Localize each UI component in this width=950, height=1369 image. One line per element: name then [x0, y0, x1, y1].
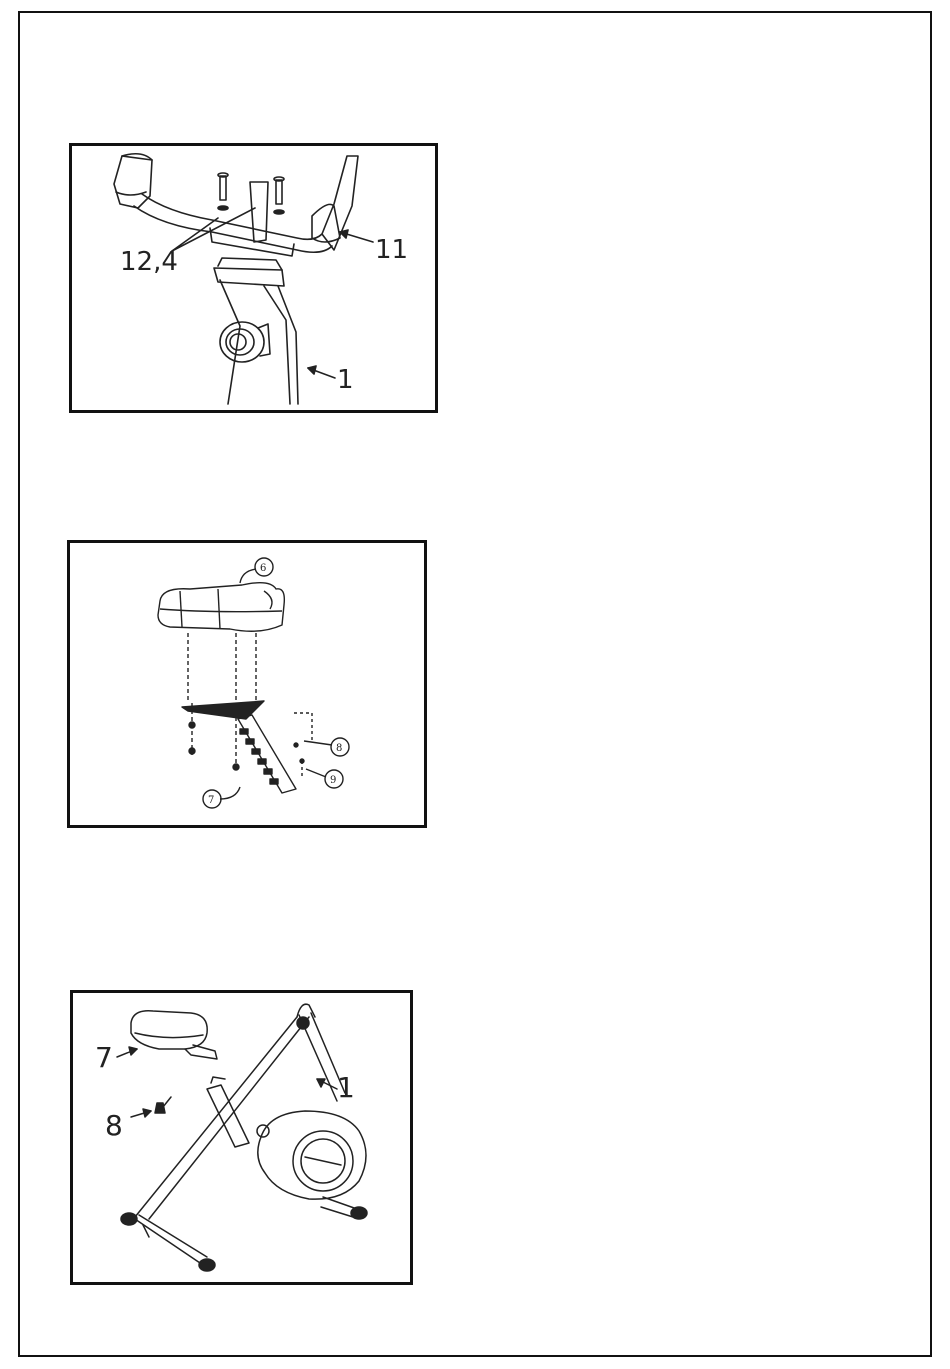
- seat-top: [131, 1011, 207, 1049]
- callout-9: 9: [330, 775, 336, 786]
- seat-bracket: [182, 701, 264, 719]
- callout-knob-8: 8: [105, 1109, 123, 1142]
- seat-post-diagram: 6 8 9 7: [70, 543, 424, 825]
- front-foot-cap: [351, 1207, 367, 1219]
- seat-post: [238, 715, 296, 793]
- figure-seat-install-overview: 7 8 1: [70, 990, 413, 1285]
- rear-foot-cap-left: [121, 1213, 137, 1225]
- callout-1: 1: [337, 365, 354, 395]
- bike-overview-diagram: 7 8 1: [73, 993, 410, 1282]
- callout-seat-7: 7: [95, 1041, 113, 1074]
- callout-12-4: 12,4: [120, 247, 178, 277]
- mounting-plate: [214, 268, 284, 286]
- rear-foot-cap-right: [199, 1259, 215, 1271]
- callout-frame-1: 1: [337, 1071, 355, 1104]
- center-bracket: [250, 182, 268, 242]
- handlebar-diagram: 12,4 11 1: [72, 146, 435, 410]
- rear-stabilizer: [129, 1215, 203, 1265]
- flywheel-housing: [258, 1111, 366, 1199]
- left-grip: [114, 156, 152, 208]
- callout-11: 11: [375, 235, 408, 265]
- bolt-left: [220, 176, 226, 200]
- figure-seat-post-assembly: 6 8 9 7: [67, 540, 427, 828]
- callout-8: 8: [336, 743, 342, 754]
- frame-main-tube: [135, 1017, 297, 1217]
- seat-cushion: [158, 583, 284, 632]
- callout-7: 7: [208, 795, 214, 806]
- bolt-right: [276, 180, 282, 204]
- frame-post-right: [264, 286, 290, 404]
- figure-handlebar-assembly: 12,4 11 1: [69, 143, 438, 413]
- callout-6: 6: [260, 563, 266, 574]
